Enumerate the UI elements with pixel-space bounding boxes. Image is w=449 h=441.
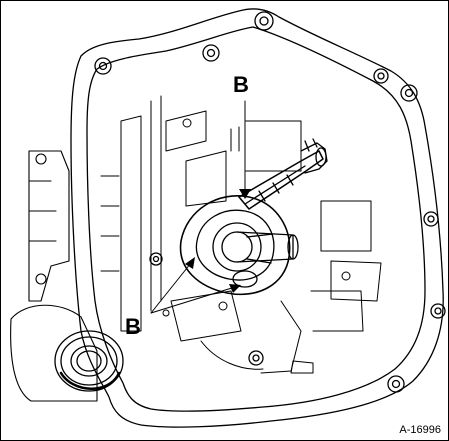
leader-arrowheads bbox=[185, 189, 251, 293]
housing-inner-flange bbox=[86, 26, 426, 412]
callout-label-bottom: B bbox=[125, 314, 141, 339]
bottom-leader-line-2 bbox=[150, 286, 236, 314]
bottom-leader-line-1 bbox=[150, 262, 192, 314]
figure-reference-code: A-16996 bbox=[398, 424, 442, 436]
callout-label-top: B bbox=[233, 72, 249, 97]
guide-sleeve-assembly bbox=[179, 195, 299, 296]
internal-ribs bbox=[100, 95, 382, 374]
left-casing bbox=[10, 150, 98, 402]
release-lever-shaft bbox=[238, 138, 328, 210]
flange-bolt-bosses bbox=[94, 11, 446, 393]
lower-left-bearing bbox=[54, 330, 124, 392]
callout-leader-lines bbox=[150, 100, 246, 314]
housing-outer-flange bbox=[70, 8, 444, 428]
